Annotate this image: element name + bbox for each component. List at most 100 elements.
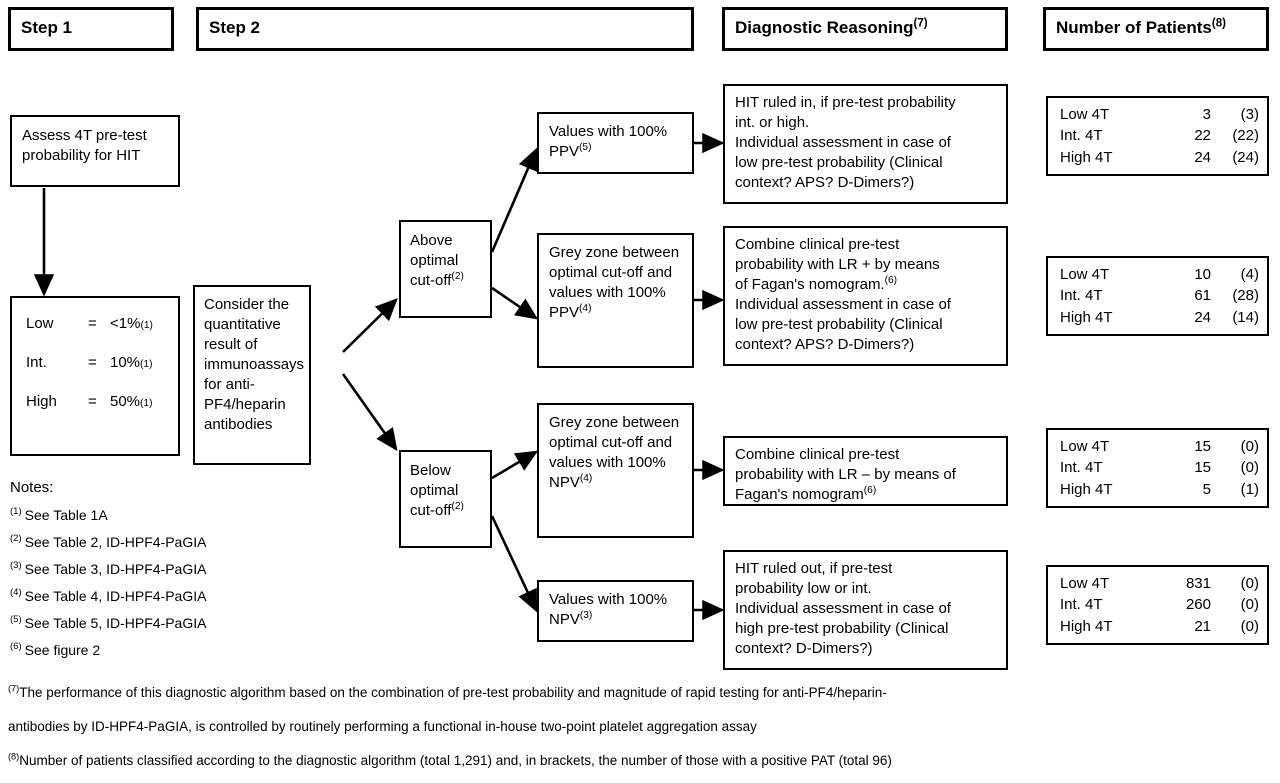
- table-row: Int. 4T 61 (28): [1048, 285, 1267, 306]
- reasoning-line: Individual assessment in case of: [735, 295, 951, 313]
- branch-sup: (3): [579, 609, 593, 621]
- table-row: Int. 4T 22 (22): [1048, 125, 1267, 146]
- note-item: (3)See Table 3, ID-HPF4-PaGIA: [10, 561, 206, 577]
- note-sup: (2): [10, 533, 22, 545]
- arrow-consider-to-above: [342, 298, 398, 353]
- note-sup: (4): [10, 587, 22, 599]
- prob-value: 50%: [110, 393, 141, 410]
- patient-count: 3: [1202, 106, 1211, 123]
- branch-text-grey-zone-npv: Grey zone between optimal cut-off and va…: [539, 405, 692, 501]
- reasoning-line: Individual assessment in case of: [735, 599, 951, 617]
- table-row: High 4T 24 (14): [1048, 307, 1267, 328]
- footnote-8-line1: (8)Number of patients classified accordi…: [8, 752, 892, 768]
- note-item: (4)See Table 4, ID-HPF4-PaGIA: [10, 588, 206, 604]
- branch-label: Values with 100% PPV: [549, 123, 668, 160]
- reasoning-box-hit-ruled-out: HIT ruled out, if pre-test probability l…: [723, 550, 1008, 670]
- consider-immunoassay-label: Consider the quantitative result of immu…: [204, 296, 305, 433]
- reasoning-line-text: Fagan's nomogram: [735, 485, 864, 503]
- consider-immunoassay-box: Consider the quantitative result of immu…: [193, 285, 311, 465]
- note-sup: (5): [10, 614, 22, 626]
- header-diagnostic-reasoning-sup: (7): [913, 17, 928, 30]
- header-step1: Step 1: [8, 7, 174, 51]
- patient-count: 5: [1202, 480, 1211, 498]
- arrow-consider-to-below: [341, 373, 398, 452]
- patient-pat-count: (0): [1240, 438, 1259, 455]
- prob-equals: =: [88, 393, 97, 410]
- reasoning-box-combine-lr-minus: Combine clinical pre-test probability wi…: [723, 436, 1008, 506]
- reasoning-box-hit-ruled-in: HIT ruled in, if pre-test probability in…: [723, 84, 1008, 204]
- prob-row: High = 50% (1): [12, 390, 178, 413]
- arrow-above-to-greyppv: [491, 286, 539, 320]
- footnote-7-sup: (7): [8, 683, 20, 694]
- patient-group-label: Int. 4T: [1060, 287, 1103, 305]
- note-text: See Table 3, ID-HPF4-PaGIA: [24, 561, 207, 577]
- patient-pat-count: (4): [1240, 266, 1259, 283]
- header-diagnostic-reasoning-text: Diagnostic Reasoning(7): [725, 10, 1005, 47]
- below-optimal-cutoff-text: Below optimal cut-off(2): [401, 452, 490, 530]
- patient-count: 831: [1185, 575, 1211, 592]
- branch-box-values-100-ppv: Values with 100% PPV(5): [537, 112, 694, 174]
- patient-count: 15: [1194, 459, 1211, 477]
- prob-label: Low: [26, 315, 54, 332]
- reasoning-line: probability low or int.: [735, 579, 872, 597]
- patient-group-label: High 4T: [1060, 308, 1113, 326]
- note-sup: (6): [10, 641, 22, 653]
- reasoning-line: low pre-test probability (Clinical: [735, 153, 943, 171]
- reasoning-sup: (6): [884, 274, 898, 286]
- reasoning-line: context? D-Dimers?): [735, 639, 873, 657]
- patient-pat-count: (1): [1240, 480, 1259, 498]
- branch-box-values-100-npv: Values with 100% NPV(3): [537, 580, 694, 642]
- prob-label: High: [26, 393, 57, 410]
- header-number-of-patients-label: Number of Patients: [1056, 18, 1212, 37]
- header-number-of-patients: Number of Patients(8): [1043, 7, 1269, 51]
- header-number-of-patients-sup: (8): [1211, 17, 1226, 30]
- reasoning-text-combine-lr-minus: Combine clinical pre-test probability wi…: [725, 438, 1006, 512]
- reasoning-text-combine-lr-plus: Combine clinical pre-test probability wi…: [725, 228, 1006, 362]
- assess-4t-label: Assess 4T pre-test probability for HIT: [22, 127, 147, 164]
- branch-label: Values with 100% NPV: [549, 591, 668, 628]
- branch-label: Grey zone between optimal cut-off and va…: [549, 414, 680, 491]
- branch-sup: (4): [579, 472, 593, 484]
- patient-group-label: High 4T: [1060, 148, 1113, 166]
- table-row: Low 4T 3 (3): [1048, 104, 1267, 125]
- branch-text-values-100-ppv: Values with 100% PPV(5): [539, 114, 692, 170]
- table-row: High 4T 24 (24): [1048, 147, 1267, 168]
- note-text: See Table 5, ID-HPF4-PaGIA: [24, 615, 207, 631]
- patient-count: 260: [1185, 596, 1211, 614]
- note-text: See Table 2, ID-HPF4-PaGIA: [24, 534, 207, 550]
- assess-4t-box: Assess 4T pre-test probability for HIT: [10, 115, 180, 187]
- patient-group-label: High 4T: [1060, 480, 1113, 498]
- reasoning-text-hit-ruled-in: HIT ruled in, if pre-test probability in…: [725, 86, 1006, 200]
- patient-group-label: Int. 4T: [1060, 596, 1103, 614]
- reasoning-line: high pre-test probability (Clinical: [735, 619, 949, 637]
- note-text: See Table 4, ID-HPF4-PaGIA: [24, 588, 207, 604]
- patient-pat-count: (0): [1240, 459, 1259, 477]
- patient-pat-count: (14): [1232, 308, 1259, 326]
- patient-pat-count: (22): [1232, 127, 1259, 145]
- prob-equals: =: [88, 354, 97, 371]
- branch-sup: (5): [579, 141, 592, 153]
- notes-block: Notes: (1)See Table 1A (2)See Table 2, I…: [10, 479, 206, 669]
- patient-pat-count: (28): [1232, 287, 1259, 305]
- patient-count: 21: [1194, 617, 1211, 635]
- reasoning-line: HIT ruled in, if pre-test probability: [735, 94, 956, 111]
- above-optimal-cutoff-box: Above optimal cut-off(2): [399, 220, 492, 318]
- header-diagnostic-reasoning: Diagnostic Reasoning(7): [722, 7, 1008, 51]
- below-optimal-cutoff-box: Below optimal cut-off(2): [399, 450, 492, 548]
- table-row: Int. 4T 260 (0): [1048, 594, 1267, 615]
- note-item: (5)See Table 5, ID-HPF4-PaGIA: [10, 615, 206, 631]
- table-row: Int. 4T 15 (0): [1048, 457, 1267, 478]
- note-text: See Table 1A: [24, 507, 108, 523]
- reasoning-line: probability with LR – by means of: [735, 465, 956, 483]
- patient-pat-count: (0): [1240, 575, 1259, 592]
- branch-text-values-100-npv: Values with 100% NPV(3): [539, 582, 692, 638]
- notes-title: Notes:: [10, 479, 54, 496]
- branch-label: Grey zone between optimal cut-off and va…: [549, 244, 680, 321]
- arrow-below-to-npv100: [490, 515, 538, 613]
- patient-table-4: Low 4T 831 (0) Int. 4T 260 (0) High 4T 2…: [1046, 565, 1269, 645]
- above-optimal-cutoff-label: Above optimal cut-off: [410, 232, 459, 289]
- patient-table-2: Low 4T 10 (4) Int. 4T 61 (28) High 4T 24…: [1046, 256, 1269, 336]
- above-optimal-cutoff-sup: (2): [451, 270, 464, 282]
- reasoning-line: Fagan's nomogram(6): [735, 485, 996, 505]
